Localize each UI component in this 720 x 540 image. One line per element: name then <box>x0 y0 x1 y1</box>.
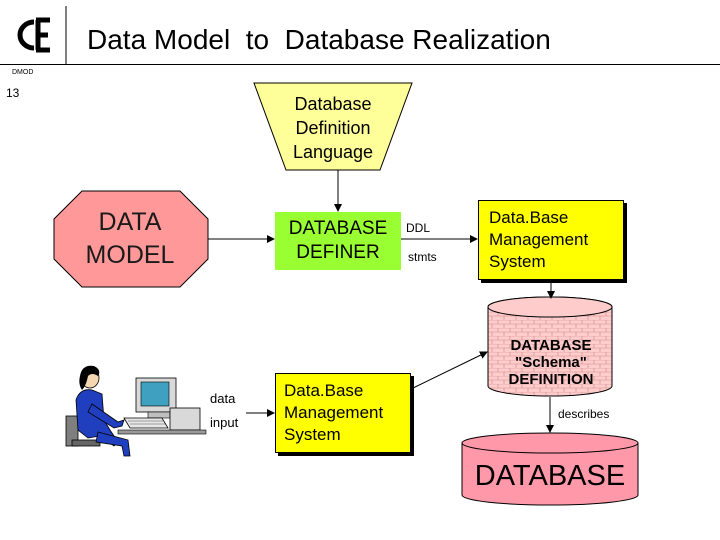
node-label: DATABASE <box>474 459 626 492</box>
schema-cylinder-shape <box>487 296 613 397</box>
logo-icon <box>17 6 67 64</box>
edge-label-data: data <box>210 391 236 406</box>
node-label: DEFINER <box>296 242 380 263</box>
edge-label-ddl: DDL <box>406 221 431 235</box>
page-title: Data Model to Database Realization <box>87 24 551 55</box>
node-label: System <box>284 425 341 444</box>
schema-definition-node: DATABASE "Schema" DEFINITION <box>488 334 614 390</box>
node-label: DATABASE <box>288 218 388 239</box>
node-label: Language <box>292 142 374 162</box>
node-label: System <box>489 252 546 271</box>
page-number: 13 <box>6 86 20 100</box>
node-label: Definition <box>295 118 371 138</box>
node-label: DATA <box>98 208 162 236</box>
arrow-dbms2-to-schema <box>410 351 488 390</box>
node-label: Data.Base <box>284 381 364 400</box>
computer-operator-icon <box>65 365 207 457</box>
node-label: Database <box>294 94 372 114</box>
edge-label-input: input <box>210 415 239 430</box>
data-model-node: DATA MODEL <box>55 192 205 286</box>
node-label: Management <box>489 230 589 249</box>
node-label: MODEL <box>85 241 175 269</box>
node-label: "Schema" <box>515 353 587 371</box>
node-label: DATABASE <box>510 336 592 354</box>
edge-label-describes: describes <box>558 407 610 421</box>
dbms-bottom-node: Data.Base Management System <box>275 373 411 453</box>
dbms-top-node: Data.Base Management System <box>478 200 624 280</box>
node-label: Management <box>284 403 384 422</box>
database-definer-node: DATABASE DEFINER <box>275 212 401 270</box>
node-label: Data.Base <box>489 208 569 227</box>
database-cylinder-shape <box>461 432 639 506</box>
ddl-language-shape <box>253 82 413 171</box>
doc-code: DMOD <box>12 69 34 76</box>
data-model-shape <box>53 190 209 288</box>
edge-label-stmts: stmts <box>408 250 437 264</box>
database-node: DATABASE <box>462 450 638 502</box>
ddl-language-node: Database Definition Language <box>262 92 404 164</box>
header-divider <box>0 64 720 65</box>
node-label: DEFINITION <box>508 370 594 388</box>
